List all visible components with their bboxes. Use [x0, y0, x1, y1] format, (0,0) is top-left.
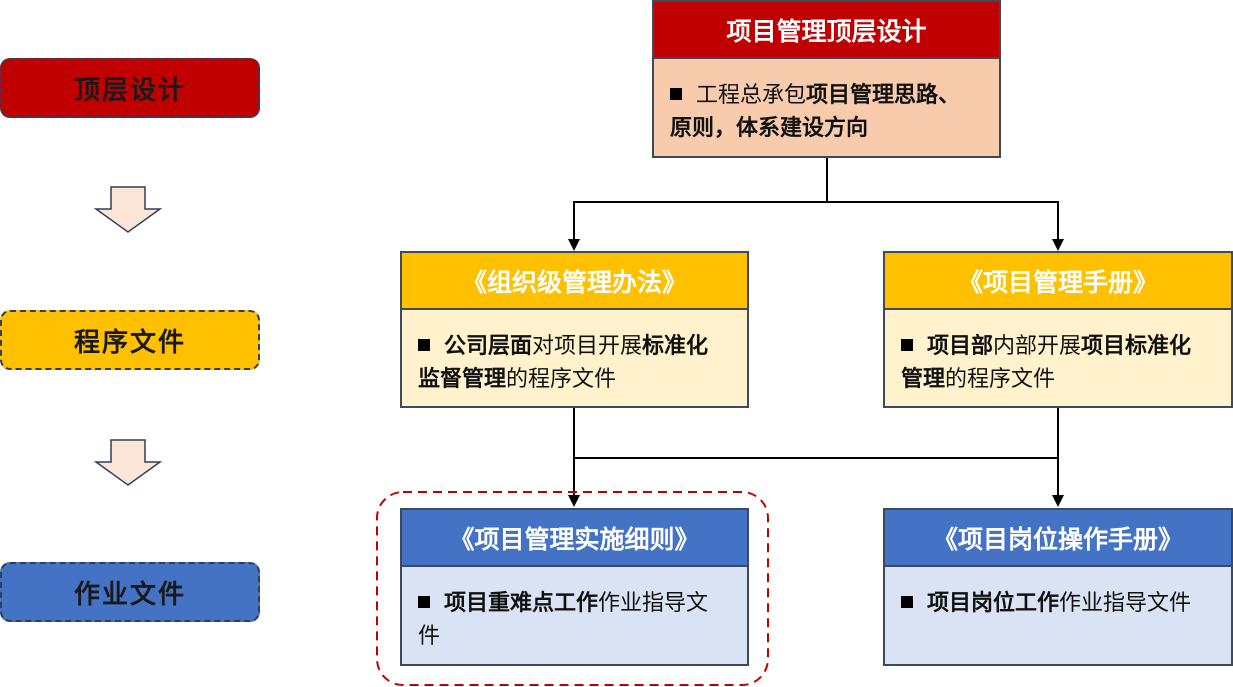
bullet-icon — [901, 339, 913, 351]
connector — [1057, 201, 1059, 241]
impl-rules-header: 《项目管理实施细则》 — [402, 510, 747, 567]
bullet-icon — [418, 596, 430, 608]
project-manual-header: 《项目管理手册》 — [885, 253, 1231, 310]
org-method-title: 《组织级管理办法》 — [461, 267, 687, 297]
manual-text-1: 内部开展 — [993, 334, 1082, 359]
impl-rules-title: 《项目管理实施细则》 — [449, 524, 700, 554]
level-top-design-label: 顶层设计 — [73, 75, 186, 106]
connector — [573, 201, 575, 241]
level-procedure-docs-label: 程序文件 — [73, 327, 186, 358]
top-body-bold: 项目管理思路、原则，体系建设方向 — [670, 83, 961, 141]
manual-bold-1: 项目部 — [927, 334, 994, 359]
connector — [573, 457, 1059, 459]
org-method-header: 《组织级管理办法》 — [402, 253, 747, 310]
top-design-title: 项目管理顶层设计 — [726, 16, 927, 46]
post-manual-header: 《项目岗位操作手册》 — [885, 510, 1231, 567]
manual-text-2: 的程序文件 — [945, 367, 1056, 392]
post-manual-title: 《项目岗位操作手册》 — [932, 524, 1183, 554]
manual-bold-2: 项目标准化管理 — [901, 334, 1192, 392]
impl-bold-1: 项目重难点工作 — [444, 591, 599, 616]
org-text-2: 的程序文件 — [506, 367, 617, 392]
org-text-1: 对项目开展 — [532, 334, 643, 359]
down-arrow-icon — [93, 186, 163, 233]
level-work-docs: 作业文件 — [0, 562, 260, 622]
bullet-icon — [901, 596, 913, 608]
level-top-design: 顶层设计 — [0, 58, 260, 118]
connector — [826, 158, 828, 202]
post-text-1: 作业指导文件 — [1059, 591, 1192, 616]
bullet-icon — [670, 88, 682, 100]
top-body-text: 工程总承包 — [696, 83, 807, 108]
top-design-header: 项目管理顶层设计 — [654, 2, 999, 59]
impl-rules-body: 项目重难点工作作业指导文件 — [402, 567, 747, 653]
org-bold-2: 标准化监督管理 — [418, 334, 709, 392]
post-bold-1: 项目岗位工作 — [927, 591, 1060, 616]
level-work-docs-label: 作业文件 — [73, 579, 186, 610]
top-design-box: 项目管理顶层设计 工程总承包项目管理思路、原则，体系建设方向 — [652, 0, 1001, 158]
project-manual-title: 《项目管理手册》 — [957, 267, 1158, 297]
org-method-body: 公司层面对项目开展标准化监督管理的程序文件 — [402, 310, 747, 396]
bullet-icon — [418, 339, 430, 351]
connector — [573, 201, 1059, 203]
level-procedure-docs: 程序文件 — [0, 310, 260, 370]
top-design-body: 工程总承包项目管理思路、原则，体系建设方向 — [654, 59, 999, 145]
post-manual-body: 项目岗位工作作业指导文件 — [885, 567, 1231, 620]
impl-text-1: 作业指导文件 — [418, 591, 709, 649]
connector — [1057, 407, 1059, 497]
post-manual-box: 《项目岗位操作手册》 项目岗位工作作业指导文件 — [883, 508, 1233, 666]
org-bold-1: 公司层面 — [444, 334, 533, 359]
down-arrow-icon — [93, 439, 163, 486]
org-method-box: 《组织级管理办法》 公司层面对项目开展标准化监督管理的程序文件 — [400, 251, 749, 408]
project-manual-box: 《项目管理手册》 项目部内部开展项目标准化管理的程序文件 — [883, 251, 1233, 408]
impl-rules-box: 《项目管理实施细则》 项目重难点工作作业指导文件 — [400, 508, 749, 666]
project-manual-body: 项目部内部开展项目标准化管理的程序文件 — [885, 310, 1231, 396]
connector — [573, 407, 575, 497]
